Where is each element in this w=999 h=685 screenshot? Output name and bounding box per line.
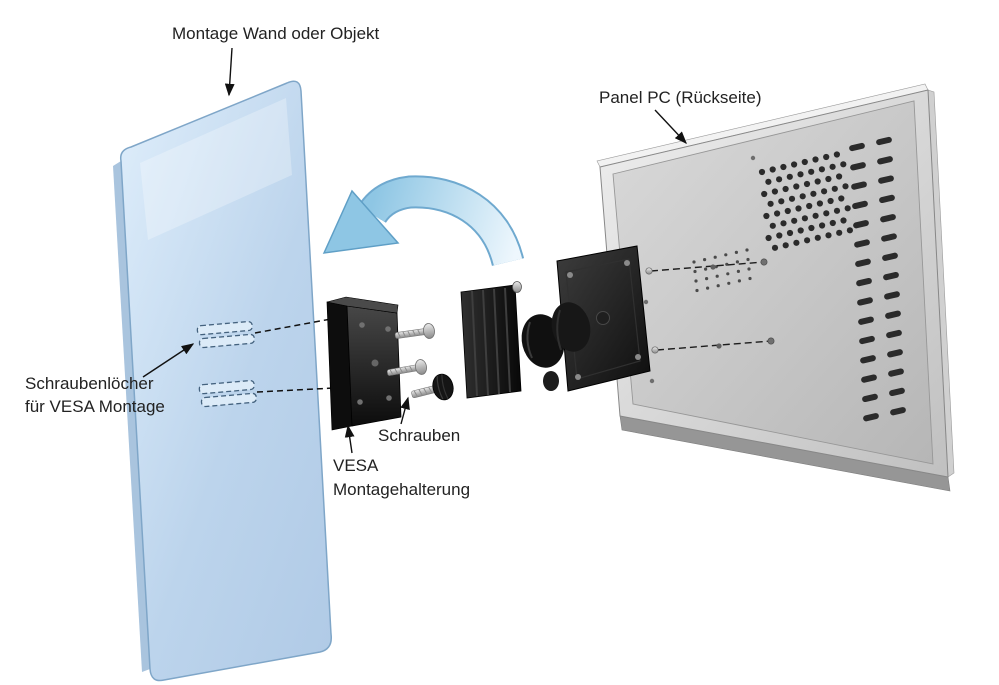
vesa-screw-loose [651, 346, 659, 354]
clamp-top-screw [512, 281, 522, 293]
slot-pair-bottom [198, 379, 258, 408]
arrow-head [322, 189, 400, 254]
wall-panel [113, 80, 333, 682]
wall-sheen [140, 98, 292, 240]
leader-screw-holes [142, 343, 195, 378]
label-vesa-bracket-line2: Montagehalterung [333, 480, 470, 499]
panel-pc [596, 83, 955, 492]
label-vesa-bracket-line1: VESA [333, 456, 379, 475]
pc-case-screw [750, 155, 756, 161]
wall-side-edge [113, 161, 150, 672]
pc-case-screw [649, 378, 655, 384]
leader-vesa-bracket [344, 424, 355, 454]
label-screw-holes-line2: für VESA Montage [25, 397, 165, 416]
bracket-top-flange [326, 296, 399, 314]
screw [387, 359, 427, 376]
alignment-dash-top [254, 318, 332, 334]
screw [394, 323, 435, 339]
leader-panel-pc [654, 109, 687, 145]
label-screws: Schrauben [378, 426, 460, 445]
arrow-ribbon [359, 177, 523, 267]
arm-clamp [460, 284, 522, 399]
monitor-arm [460, 281, 591, 399]
labels: Montage Wand oder Objekt Panel PC (Rücks… [25, 24, 762, 499]
mounting-screws [387, 323, 454, 401]
label-wall: Montage Wand oder Objekt [172, 24, 380, 43]
wall-front-face [119, 80, 333, 682]
pc-vesa-dash-bottom [656, 340, 772, 351]
label-screw-holes-line1: Schraubenlöcher [25, 374, 154, 393]
label-panel-pc: Panel PC (Rückseite) [599, 88, 762, 107]
assembly-direction-arrow [322, 175, 525, 267]
pc-vesa-hole [760, 258, 768, 266]
leader-wall [224, 47, 235, 97]
pc-vesa-hole [716, 343, 722, 349]
pc-vesa-hole [767, 337, 775, 345]
vent-slot-columns [849, 136, 906, 422]
vesa-screw-loose [645, 267, 653, 275]
vent-hole-grid [758, 151, 854, 251]
pc-case-screw [643, 299, 649, 305]
pc-vesa-dash-top [650, 261, 765, 272]
alignment-dash-bottom [256, 387, 335, 393]
pc-vesa-hole [710, 264, 716, 270]
vesa-wall-bracket [326, 296, 402, 431]
thumb-screw [411, 373, 454, 401]
vesa-screw-slots [196, 318, 335, 408]
slot-pair-top [196, 320, 256, 349]
leader-screws [400, 396, 410, 425]
